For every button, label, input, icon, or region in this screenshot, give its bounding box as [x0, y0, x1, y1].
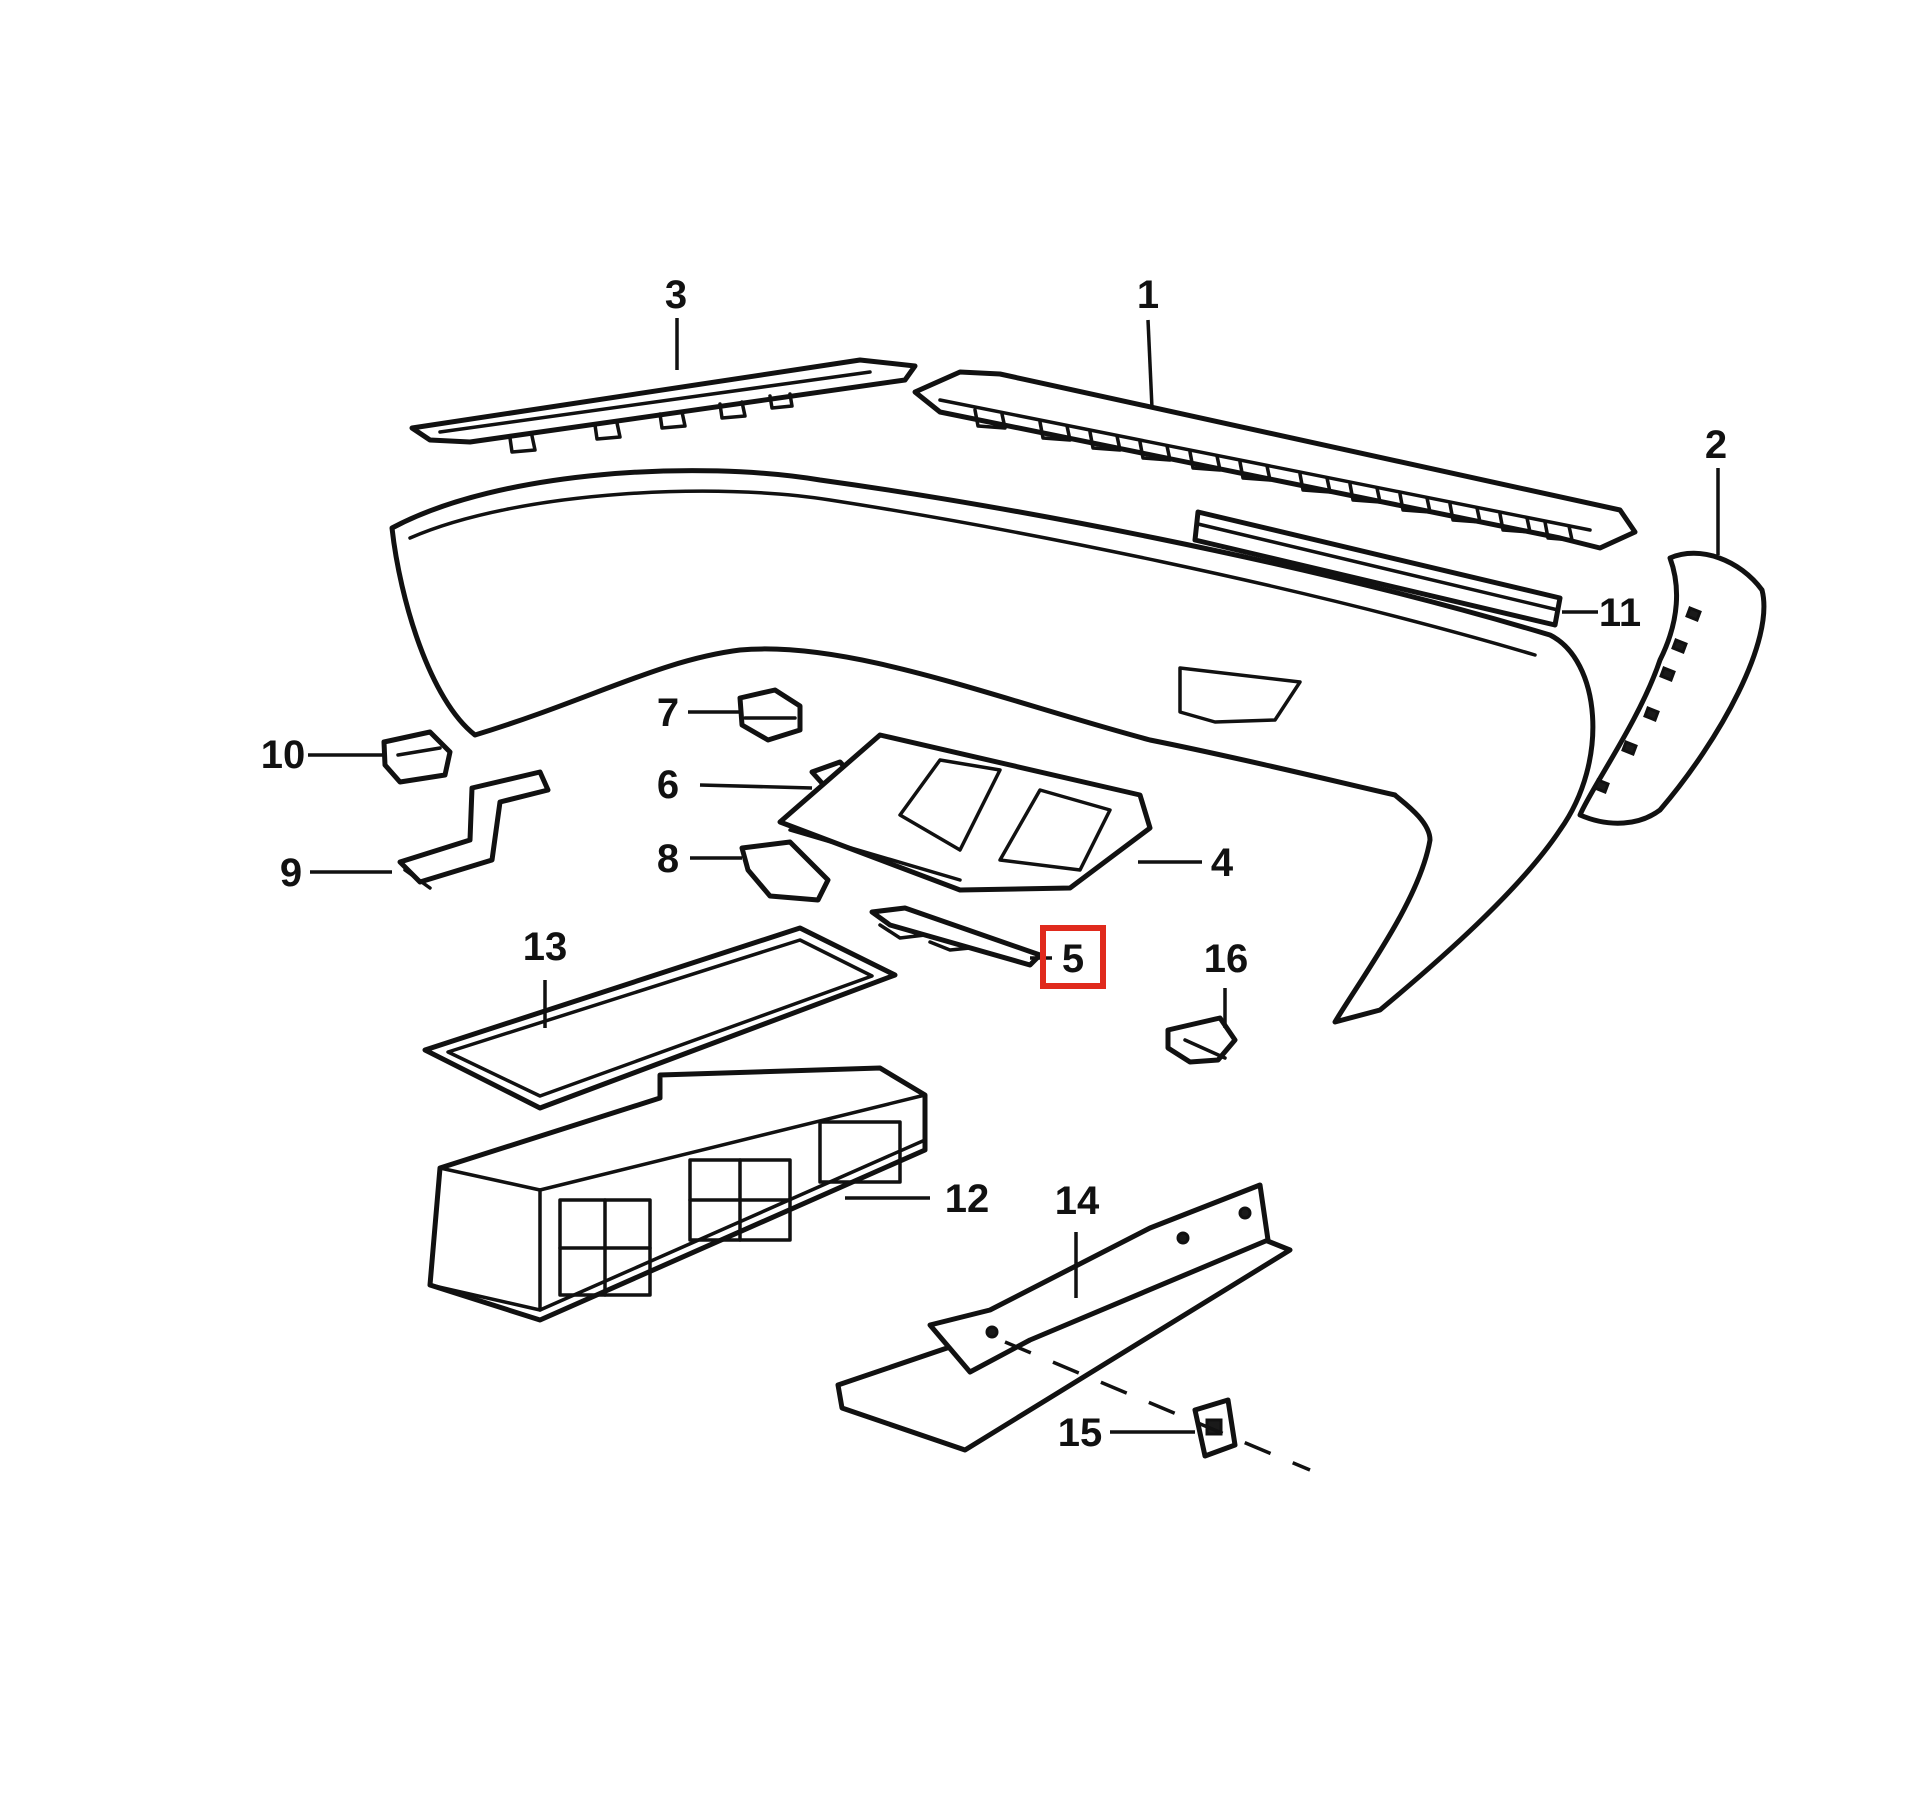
leader-lines — [308, 318, 1720, 1434]
part-2-end-cap-trim — [1577, 550, 1767, 826]
part-11-rail-strip — [1192, 509, 1563, 628]
callout-labels: 1 2 3 4 5 6 7 8 9 10 11 12 13 14 15 16 — [261, 273, 1727, 1455]
callout-3: 3 — [665, 273, 687, 317]
part-16-clip — [1165, 1015, 1238, 1065]
callout-9: 9 — [280, 851, 302, 895]
part-13-gasket — [422, 925, 898, 1111]
callout-13: 13 — [523, 925, 568, 969]
callout-1: 1 — [1137, 273, 1159, 317]
callout-5: 5 — [1062, 937, 1084, 981]
callout-15: 15 — [1058, 1411, 1103, 1455]
part-10-bracket — [381, 729, 453, 785]
part-9-mounting-bracket — [397, 769, 551, 890]
callout-8: 8 — [657, 837, 679, 881]
assembly-axis-line — [1004, 1340, 1311, 1472]
part-7-clip — [737, 687, 803, 743]
callout-7: 7 — [657, 691, 679, 735]
part-8-clip — [739, 839, 831, 903]
callout-12: 12 — [945, 1177, 990, 1221]
callout-2: 2 — [1705, 423, 1727, 467]
part-3-trim-strip — [409, 357, 918, 454]
highlight-box-5 — [1040, 925, 1106, 989]
part-14-lower-plate — [835, 1182, 1293, 1453]
part-5-bracket — [869, 905, 1043, 968]
callout-16: 16 — [1204, 937, 1249, 981]
part-1-upper-trim-strip — [912, 369, 1638, 551]
callout-10: 10 — [261, 733, 306, 777]
part-12-grille-housing — [427, 1065, 928, 1323]
part-15-clip-nut — [1192, 1397, 1238, 1459]
callout-6: 6 — [657, 763, 679, 807]
callout-4: 4 — [1211, 841, 1234, 885]
part-4-duct-assembly — [777, 732, 1153, 893]
callout-11: 11 — [1599, 591, 1641, 635]
bumper-body — [389, 468, 1596, 1025]
callout-14: 14 — [1055, 1179, 1100, 1223]
